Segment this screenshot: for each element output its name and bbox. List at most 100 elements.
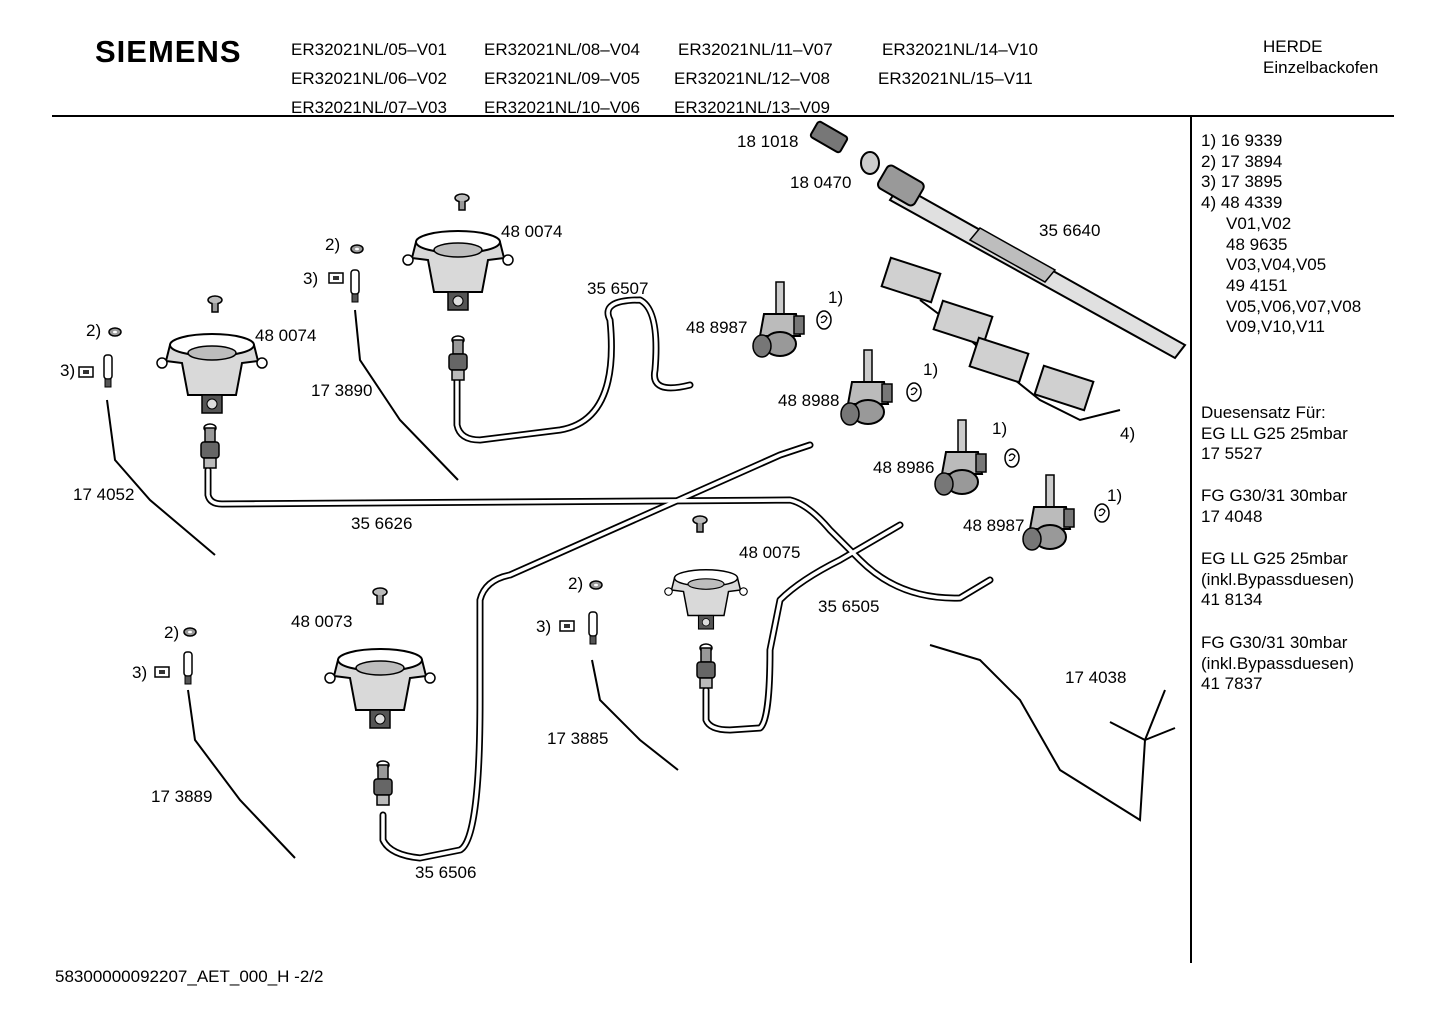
nozzle-line: FG G30/31 30mbar bbox=[1201, 633, 1348, 652]
category-subtitle: Einzelbackofen bbox=[1263, 58, 1379, 77]
nozzle-line: 41 7837 bbox=[1201, 674, 1263, 694]
note-line: V05,V06,V07,V08 bbox=[1226, 296, 1362, 316]
category-title: HERDE bbox=[1263, 37, 1323, 56]
note-line: 48 9635 bbox=[1226, 234, 1288, 254]
part-label: 35 6507 bbox=[587, 279, 648, 298]
part-label: 48 8986 bbox=[873, 458, 934, 477]
part-label: 4) bbox=[1120, 424, 1135, 443]
nozzle-line: (inkl.Bypassduesen) bbox=[1201, 569, 1355, 589]
valve-clip-icon bbox=[906, 382, 922, 402]
part-label: 1) bbox=[1107, 486, 1122, 505]
valve-clip-icon bbox=[1094, 503, 1110, 523]
part-label: 17 4052 bbox=[73, 485, 134, 504]
ignition-electrode bbox=[588, 611, 598, 645]
nozzle-line: 41 8134 bbox=[1201, 590, 1263, 610]
model-number: ER32021NL/08–V04 bbox=[484, 40, 640, 59]
valve-clip-icon bbox=[816, 310, 832, 330]
note-line: 3) 17 3895 bbox=[1201, 172, 1283, 192]
sidebar-divider bbox=[1190, 116, 1192, 963]
nozzle-set-block: FG G30/31 30mbar (inkl.Bypassduesen) 41 … bbox=[1201, 633, 1354, 695]
washer-icon bbox=[350, 244, 364, 254]
part-label: 35 6506 bbox=[415, 863, 476, 882]
burner-cup bbox=[664, 569, 748, 630]
burner-cup bbox=[156, 333, 268, 414]
screw-icon bbox=[372, 587, 388, 605]
part-label: 3) bbox=[60, 361, 75, 380]
model-number: ER32021NL/12–V08 bbox=[674, 69, 830, 88]
valve-clip-icon bbox=[1004, 448, 1020, 468]
ignition-electrode bbox=[350, 269, 360, 303]
gas-valve bbox=[1022, 474, 1075, 551]
model-number: ER32021NL/13–V09 bbox=[674, 98, 830, 117]
ignition-electrode bbox=[183, 651, 193, 685]
side-notes: 1) 16 9339 2) 17 3894 3) 17 3895 4) 48 4… bbox=[1201, 131, 1361, 338]
screw-icon bbox=[692, 515, 708, 533]
part-label: 2) bbox=[86, 321, 101, 340]
clip-icon bbox=[78, 366, 94, 378]
part-label: 2) bbox=[164, 623, 179, 642]
nozzle-line: EG LL G25 25mbar bbox=[1201, 423, 1348, 443]
model-number: ER32021NL/15–V11 bbox=[878, 69, 1033, 88]
model-number: ER32021NL/14–V10 bbox=[882, 40, 1038, 59]
screw-icon bbox=[454, 193, 470, 211]
inlet-connector bbox=[809, 120, 849, 154]
gas-valve bbox=[840, 349, 893, 426]
note-line: V09,V10,V11 bbox=[1226, 317, 1325, 337]
part-label: 17 4038 bbox=[1065, 668, 1126, 687]
brand-logo: SIEMENS bbox=[95, 34, 242, 69]
clip-icon bbox=[154, 666, 170, 678]
nozzle-fitting bbox=[448, 335, 468, 381]
nozzle-fitting bbox=[373, 760, 393, 806]
part-label: 18 1018 bbox=[737, 132, 798, 151]
nozzle-line: EG LL G25 25mbar bbox=[1201, 549, 1348, 568]
nozzle-line: FG G30/31 30mbar bbox=[1201, 486, 1348, 505]
nozzle-fitting bbox=[200, 423, 220, 469]
header-divider bbox=[52, 115, 1394, 117]
part-label: 3) bbox=[536, 617, 551, 636]
part-label: 17 3890 bbox=[311, 381, 372, 400]
burner-cup bbox=[402, 230, 514, 311]
nozzle-line: 17 5527 bbox=[1201, 444, 1263, 464]
note-line: V03,V04,V05 bbox=[1226, 255, 1327, 275]
part-label: 48 8987 bbox=[686, 318, 747, 337]
part-label: 2) bbox=[568, 574, 583, 593]
washer-icon bbox=[183, 627, 197, 637]
nozzle-set-block: FG G30/31 30mbar 17 4048 bbox=[1201, 486, 1347, 527]
gas-rail bbox=[877, 164, 1187, 360]
washer-icon bbox=[589, 580, 603, 590]
interrupter-switch-block bbox=[880, 256, 1121, 422]
nozzle-set-block: EG LL G25 25mbar (inkl.Bypassduesen) 41 … bbox=[1201, 549, 1354, 611]
part-label: 3) bbox=[303, 269, 318, 288]
part-label: 1) bbox=[923, 360, 938, 379]
clip-icon bbox=[559, 620, 575, 632]
nozzle-set-block: Duesensatz Für: EG LL G25 25mbar 17 5527 bbox=[1201, 403, 1348, 465]
part-label: 17 3885 bbox=[547, 729, 608, 748]
model-number: ER32021NL/10–V06 bbox=[484, 98, 640, 117]
part-label: 48 0073 bbox=[291, 612, 352, 631]
part-label: 18 0470 bbox=[790, 173, 851, 192]
model-number: ER32021NL/05–V01 bbox=[291, 40, 447, 59]
nozzle-line: (inkl.Bypassduesen) bbox=[1201, 653, 1355, 673]
part-label: 35 6640 bbox=[1039, 221, 1100, 240]
part-label: 35 6626 bbox=[351, 514, 412, 533]
burner-cup bbox=[324, 648, 436, 729]
part-label: 48 8988 bbox=[778, 391, 839, 410]
nozzle-line: Duesensatz Für: bbox=[1201, 403, 1326, 422]
model-number: ER32021NL/11–V07 bbox=[678, 40, 833, 59]
model-number: ER32021NL/06–V02 bbox=[291, 69, 447, 88]
nozzle-fitting bbox=[696, 643, 716, 689]
part-label: 17 3889 bbox=[151, 787, 212, 806]
part-label: 48 0074 bbox=[501, 222, 562, 241]
ignition-leads bbox=[106, 309, 1176, 859]
gas-valve bbox=[934, 419, 987, 496]
part-label: 35 6505 bbox=[818, 597, 879, 616]
part-label: 1) bbox=[992, 419, 1007, 438]
part-label: 3) bbox=[132, 663, 147, 682]
part-label: 1) bbox=[828, 288, 843, 307]
note-line: 1) 16 9339 bbox=[1201, 131, 1283, 150]
part-label: 2) bbox=[325, 235, 340, 254]
screw-icon bbox=[207, 295, 223, 313]
washer-icon bbox=[108, 327, 122, 337]
document-footer: 58300000092207_AET_000_H -2/2 bbox=[55, 967, 324, 986]
model-number: ER32021NL/09–V05 bbox=[484, 69, 640, 88]
